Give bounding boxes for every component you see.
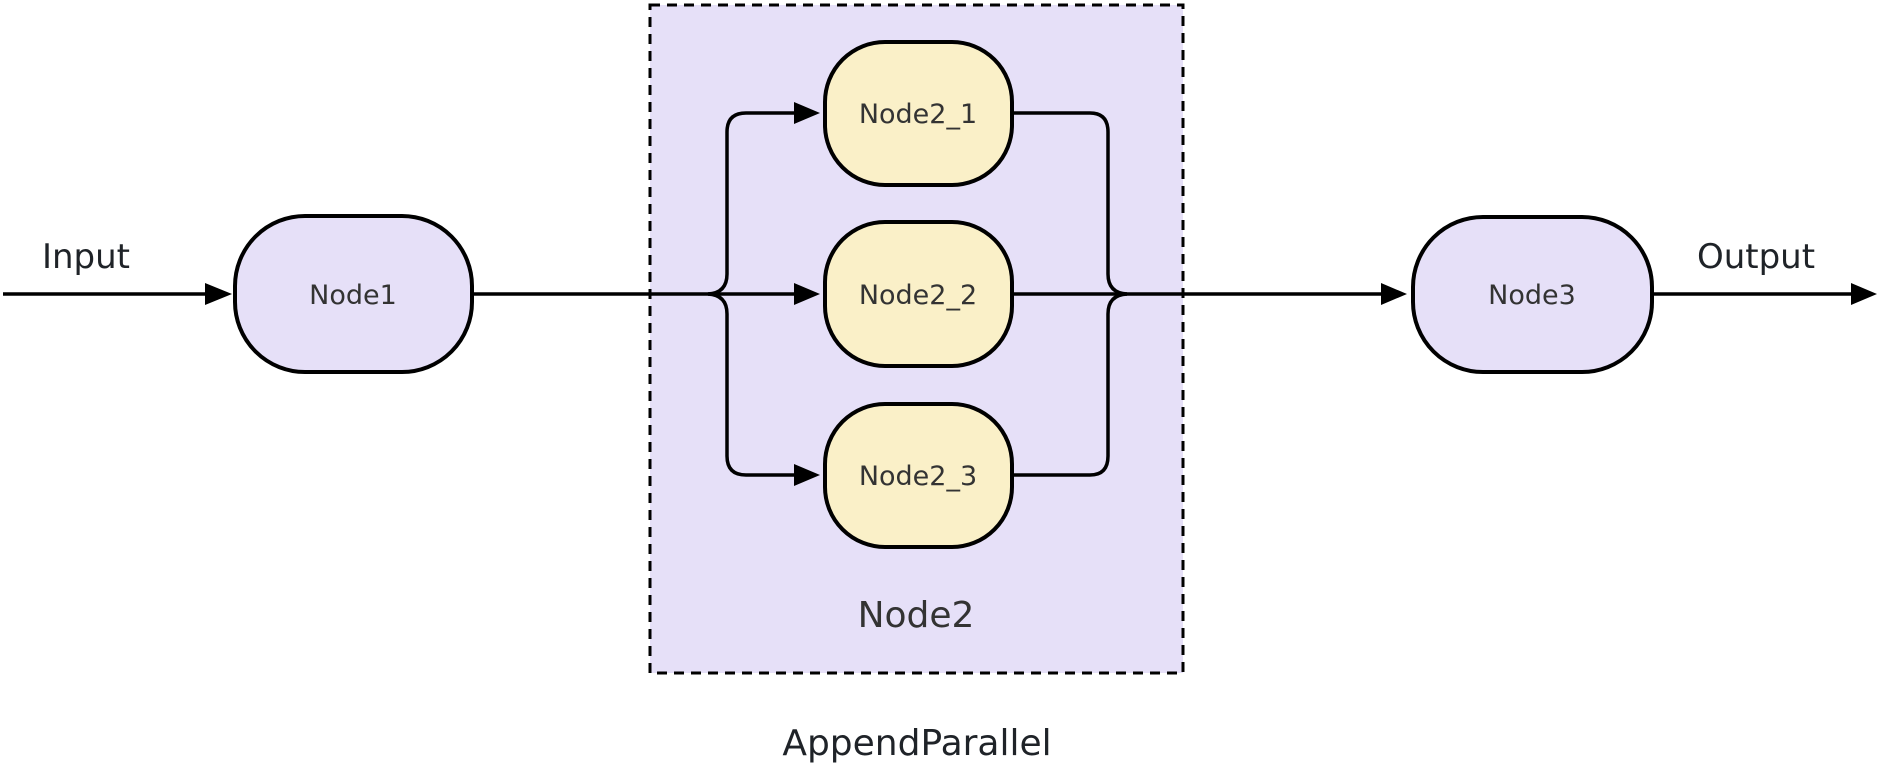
node-node2-1 (823, 40, 1014, 187)
node2-1-label: Node2_1 (859, 99, 977, 130)
input-label: Input (42, 237, 130, 277)
arrowhead-output-icon (1851, 283, 1877, 305)
node2-3-label: Node2_3 (859, 461, 977, 492)
edge-fork-top-branch (707, 111, 795, 296)
cluster-caption: AppendParallel (782, 723, 1051, 764)
arrowhead-into-node1-icon (205, 283, 232, 305)
edge-join-top-branch (1012, 111, 1128, 296)
node-node1 (233, 214, 474, 374)
arrowhead-into-node3-icon (1381, 283, 1407, 305)
arrowhead-into-node2_1-icon (794, 102, 820, 124)
node-node2-2 (823, 220, 1014, 368)
node-node2-3 (823, 402, 1014, 549)
output-label: Output (1697, 237, 1815, 277)
node-node3 (1411, 215, 1654, 374)
arrowhead-into-node2_2-icon (794, 283, 820, 305)
edge-fork-bottom-branch (707, 292, 795, 477)
arrowhead-into-node2_3-icon (794, 464, 820, 486)
node3-label: Node3 (1488, 280, 1576, 311)
edge-join-bottom-branch (1012, 292, 1128, 477)
node1-label: Node1 (309, 280, 397, 311)
cluster-title: Node2 (858, 595, 975, 636)
node2-2-label: Node2_2 (859, 280, 977, 311)
